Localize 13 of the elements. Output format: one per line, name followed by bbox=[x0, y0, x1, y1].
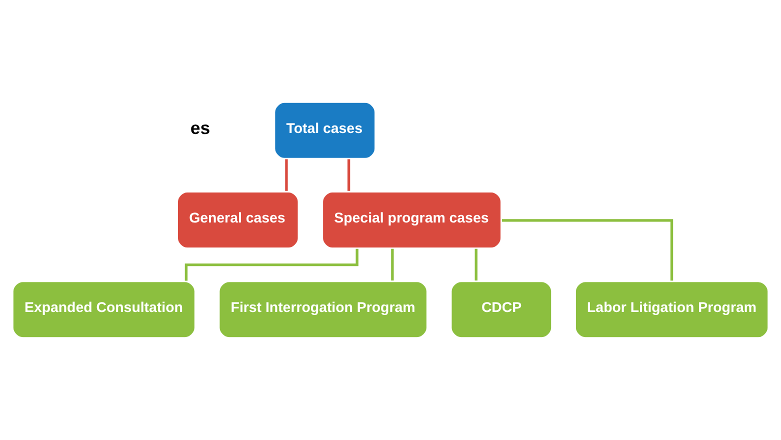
node-box: Total cases bbox=[272, 100, 378, 161]
label: es bbox=[190, 118, 210, 138]
node-box: Special program cases bbox=[320, 190, 504, 250]
connector bbox=[347, 159, 350, 191]
node-box: Labor Litigation Program bbox=[573, 279, 770, 340]
node-box: General cases bbox=[175, 190, 300, 250]
connector bbox=[502, 219, 674, 281]
connector bbox=[391, 248, 394, 280]
node-box: Expanded Consultation bbox=[10, 279, 198, 340]
connector bbox=[474, 248, 478, 280]
node-box: First Interrogation Program bbox=[217, 279, 430, 340]
node-box: CDCP bbox=[449, 279, 554, 340]
connector bbox=[285, 159, 288, 191]
